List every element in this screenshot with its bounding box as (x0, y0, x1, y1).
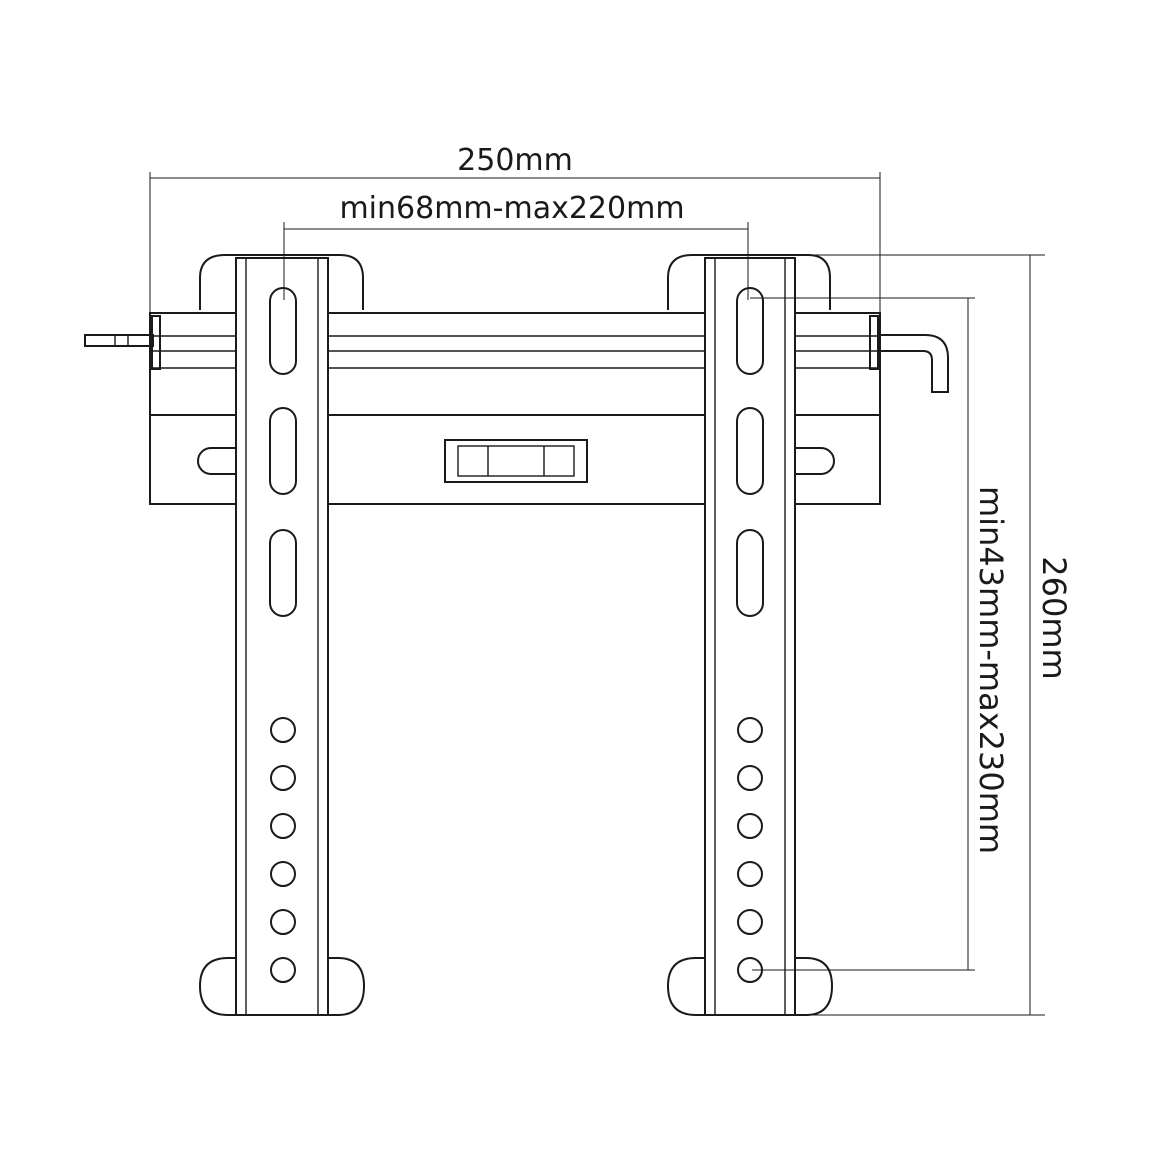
left-arm-hole (270, 813, 296, 839)
right-arm-body (704, 257, 796, 1015)
right-arm-hole (737, 765, 763, 791)
left-vertical-arm (198, 257, 366, 1016)
left-arm-hole (270, 909, 296, 935)
rail-end-cap-right (869, 315, 879, 370)
width-label: 250mm (457, 143, 573, 178)
right-hook-handle (878, 334, 949, 393)
center-lock-inner (457, 445, 575, 477)
left-safety-cord (84, 334, 154, 347)
right-arm-slot (736, 407, 764, 495)
left-arm-slot (269, 407, 297, 495)
horizontal-spacing-label: min68mm-max220mm (339, 191, 684, 226)
left-arm-slot (269, 287, 297, 375)
left-arm-body (235, 257, 329, 1015)
height-label: 260mm (1035, 556, 1073, 679)
left-arm-hole (270, 765, 296, 791)
right-arm-slot (736, 529, 764, 617)
vertical-spacing-label: min43mm-max230mm (972, 486, 1010, 854)
wall-plate-body (149, 312, 881, 505)
right-arm-hole (737, 909, 763, 935)
left-arm-hole (270, 957, 296, 983)
left-arm-slot (269, 529, 297, 617)
left-arm-hole (270, 861, 296, 887)
left-arm-hole (270, 717, 296, 743)
height-dimension: 260mm (800, 254, 1073, 1016)
right-hook-outline (878, 334, 949, 393)
left-arm-foot (198, 957, 366, 1016)
center-lock-outer (444, 439, 588, 483)
wall-plate-ear-right (667, 254, 831, 310)
right-arm-hole (737, 813, 763, 839)
right-vertical-arm (666, 257, 834, 1016)
width-dimension: 250mm (149, 143, 881, 320)
horizontal-spacing-dimension: min68mm-max220mm (283, 191, 749, 300)
right-arm-hole (737, 717, 763, 743)
right-arm-slot (736, 287, 764, 375)
wall-plate-ear-left (199, 254, 364, 310)
right-arm-hole (737, 861, 763, 887)
left-cord-rod (84, 334, 154, 347)
